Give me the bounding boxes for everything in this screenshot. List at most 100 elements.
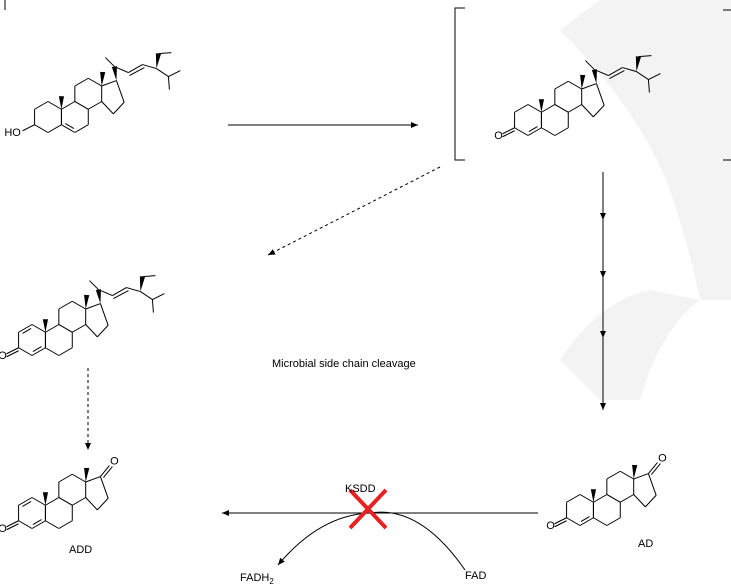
wedge-bond [155, 53, 161, 69]
wedge-bond [538, 99, 545, 113]
enzyme-label: KSDD [345, 483, 376, 495]
bond [514, 127, 529, 136]
process-label: Microbial side chain cleavage [272, 358, 416, 370]
atom-label: O [110, 456, 119, 468]
bond [541, 127, 556, 136]
bond [528, 126, 538, 132]
bond [6, 520, 19, 528]
bond [606, 517, 621, 526]
wedge-bond [111, 66, 117, 81]
bond [32, 519, 42, 525]
wedge-bond [58, 96, 65, 110]
bond [85, 303, 101, 310]
bond [85, 476, 101, 483]
fadh2-prefix: FADH [240, 572, 270, 584]
bond [112, 287, 127, 297]
bond [74, 77, 89, 87]
bond [31, 497, 46, 506]
bond [72, 324, 86, 333]
bond [85, 324, 98, 338]
bond [61, 124, 76, 133]
bond [114, 66, 129, 74]
bond [31, 324, 46, 333]
molecule-intermediate: O [494, 55, 661, 142]
molecule-ad: OO [546, 453, 667, 532]
bond [502, 130, 515, 138]
bond [113, 290, 129, 300]
arrow-dashed-to-dienone [267, 166, 441, 256]
bond [514, 104, 529, 113]
bond [606, 470, 621, 480]
atom-label: O [546, 520, 555, 532]
bond [554, 80, 569, 90]
bond [99, 476, 109, 499]
bond [554, 517, 567, 525]
bond [34, 124, 49, 133]
ad-label: AD [638, 538, 654, 550]
bond [115, 80, 125, 103]
bond [18, 520, 33, 529]
wedge-bond [590, 489, 597, 503]
bond [647, 473, 657, 496]
atom-label: HO [4, 127, 21, 139]
bond [620, 470, 634, 480]
bond [6, 523, 19, 531]
bond [593, 517, 608, 526]
wedge-bond [42, 319, 49, 333]
wedge-bond [42, 492, 49, 506]
bond [89, 280, 99, 290]
bond [554, 104, 569, 113]
bond [554, 127, 569, 136]
bracket-left [454, 7, 465, 161]
bond [620, 494, 634, 503]
bond [568, 80, 582, 90]
bond [644, 494, 657, 508]
atom-label: O [658, 453, 667, 465]
bond [31, 520, 46, 529]
fadh2-subscript: 2 [269, 577, 274, 587]
bond [74, 124, 89, 133]
bond [105, 57, 115, 67]
bond [126, 287, 141, 293]
watermark [560, 0, 731, 400]
bond [554, 520, 567, 528]
bond [593, 494, 608, 503]
bond [22, 328, 32, 334]
bond [622, 67, 637, 73]
bond [45, 324, 60, 333]
bond [129, 67, 145, 77]
add-label: ADD [69, 544, 93, 556]
atom-label: O [0, 523, 7, 535]
bond [647, 79, 650, 93]
bond [168, 70, 181, 78]
bond [101, 80, 117, 87]
bond [580, 516, 590, 522]
bond [527, 104, 542, 113]
wedge-bond [591, 69, 597, 84]
atom-label: O [0, 350, 7, 362]
bond [566, 517, 581, 526]
fad-label: FAD [465, 570, 487, 582]
bond [47, 124, 62, 133]
bond [636, 71, 649, 80]
wedge-bond [580, 74, 586, 89]
bond [88, 77, 102, 87]
bond [651, 463, 661, 475]
bond [585, 60, 595, 70]
bond [140, 291, 153, 300]
bond [74, 101, 89, 110]
bond [633, 494, 646, 508]
bond [65, 123, 75, 129]
wedge-bond [100, 71, 106, 86]
red-x-icon [348, 488, 388, 530]
bond [18, 497, 33, 506]
bond [158, 52, 172, 55]
bond [648, 462, 658, 474]
bond [58, 497, 73, 506]
bond [61, 101, 76, 110]
wedge-bond [139, 276, 145, 292]
bond [22, 124, 35, 132]
bond [18, 324, 33, 333]
bond [566, 494, 581, 503]
bond [32, 346, 42, 352]
